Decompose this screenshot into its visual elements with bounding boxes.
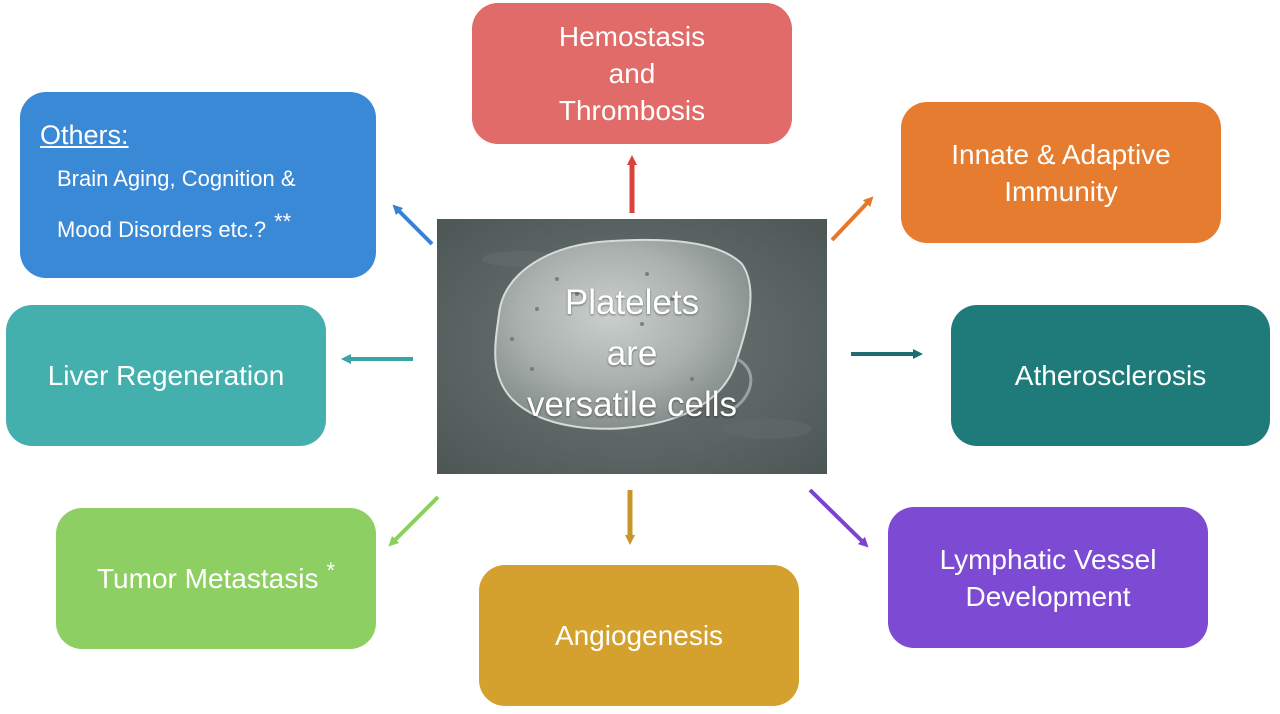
box-label-line: Immunity (1004, 175, 1118, 207)
box-label-line: Development (965, 580, 1131, 612)
arrow-to-others (392, 204, 434, 246)
others-title: Others: (40, 120, 129, 150)
others-line: Mood Disorders etc.? (57, 217, 267, 242)
platelet-cell-graphic (482, 238, 812, 439)
box-label: Liver Regeneration (47, 360, 285, 391)
platelet-micrograph: Platelets are versatile cells (437, 219, 827, 474)
center-title-line: versatile cells (526, 385, 738, 424)
box-liver-regeneration: Liver Regeneration (6, 305, 326, 446)
box-others: Others: Brain Aging, Cognition & Mood Di… (20, 92, 376, 278)
box-label-line: Lymphatic Vessel (939, 543, 1157, 575)
center-title-line: are (606, 334, 658, 373)
arrow-to-immunity (830, 196, 874, 242)
box-innate-adaptive-immunity: Innate & Adaptive Immunity (901, 102, 1221, 243)
box-lymphatic-vessel-development: Lymphatic Vessel Development (888, 507, 1208, 648)
others-line-wrap: Mood Disorders etc.? ** (57, 210, 291, 243)
box-label-line: and (608, 58, 656, 89)
arrow-to-lymphatic (808, 488, 869, 548)
box-label: Atherosclerosis (1014, 360, 1207, 391)
box-label: Tumor Metastasis (96, 563, 319, 594)
center-title-line: Platelets (564, 283, 700, 322)
box-label-line: Thrombosis (558, 95, 706, 126)
box-atherosclerosis: Atherosclerosis (951, 305, 1270, 446)
box-label-wrap: Tumor Metastasis * (96, 557, 336, 597)
box-label: Angiogenesis (554, 620, 724, 651)
arrow-to-tumor (388, 495, 440, 547)
box-label-line: Innate & Adaptive (951, 138, 1171, 170)
box-tumor-metastasis: Tumor Metastasis * (56, 508, 376, 649)
footnote-marker: * (326, 557, 336, 583)
footnote-marker: ** (274, 208, 292, 234)
others-line: Brain Aging, Cognition & (57, 166, 296, 191)
box-hemostasis-thrombosis: Hemostasis and Thrombosis (472, 3, 792, 144)
box-label-line: Hemostasis (558, 21, 706, 52)
center-title: Platelets are versatile cells (437, 277, 827, 430)
box-angiogenesis: Angiogenesis (479, 565, 799, 706)
